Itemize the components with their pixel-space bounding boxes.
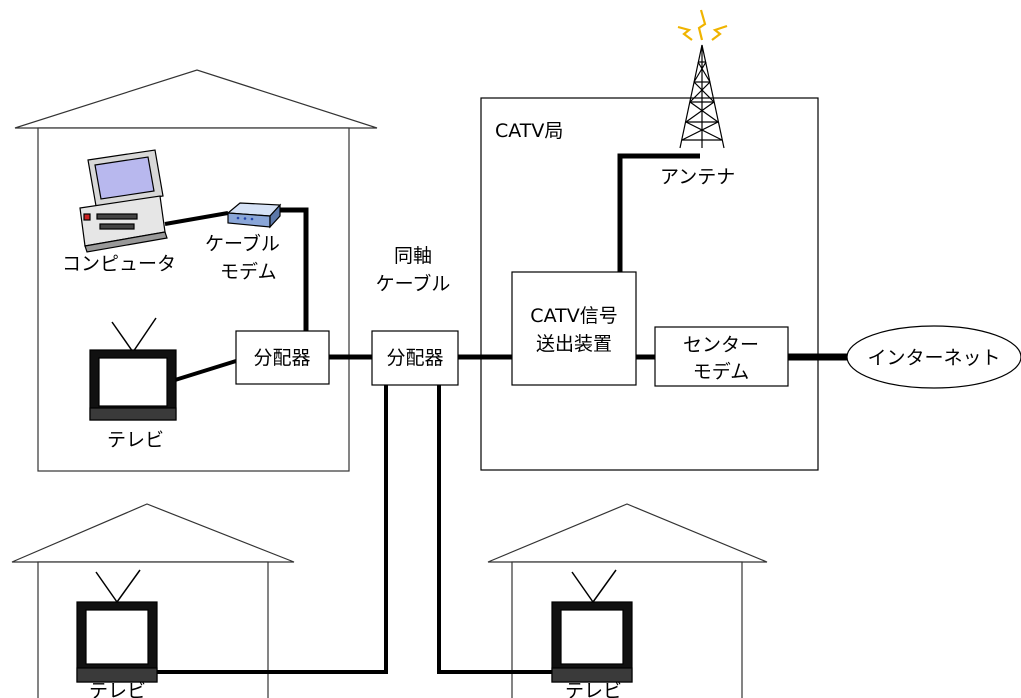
catv-signal-sender-box — [511, 271, 637, 386]
antenna-label: アンテナ — [660, 166, 735, 188]
house-main — [14, 69, 378, 472]
tv-home-label: テレビ — [107, 429, 164, 451]
internet-label: インターネット — [867, 347, 1000, 369]
center-modem-label-line2: モデム — [693, 361, 750, 383]
cable-sender-antenna — [617, 153, 700, 272]
main-splitter-box — [371, 330, 459, 386]
home-splitter-box — [235, 330, 330, 385]
television-icon — [76, 569, 158, 683]
tv-right-label: テレビ — [565, 680, 622, 698]
signal-sender-label-line2: 送出装置 — [536, 333, 612, 355]
tv-left-label: テレビ — [89, 680, 146, 698]
coax-label-line2: ケーブル — [376, 272, 451, 295]
cable-computer-modem — [164, 211, 229, 226]
cable-modem-icon — [226, 202, 282, 229]
signal-sender-label-line1: CATV信号 — [530, 305, 617, 327]
antenna-signal-icon — [677, 9, 728, 41]
cable-splitter-tv-right — [437, 385, 552, 674]
home-splitter-label: 分配器 — [253, 347, 310, 369]
internet-cloud — [846, 325, 1021, 389]
cable-modem-splitter — [272, 207, 309, 331]
coax-label-line1: 同軸 — [394, 245, 432, 267]
computer-label: コンピュータ — [62, 253, 176, 275]
center-modem-box — [654, 326, 789, 387]
television-icon — [551, 569, 633, 683]
cable-modem-label-line1: ケーブル — [205, 232, 280, 255]
main-splitter-label: 分配器 — [386, 347, 443, 369]
cables — [157, 153, 847, 674]
cable-splitter-tv-left — [157, 385, 388, 674]
center-modem-label-line1: センター — [683, 334, 759, 356]
catv-station-label: CATV局 — [495, 120, 563, 142]
cable-tv-splitter — [174, 359, 237, 382]
antenna-tower-icon — [679, 44, 725, 149]
television-icon — [89, 317, 177, 421]
desktop-computer-icon — [79, 149, 168, 253]
cable-modem-label-line2: モデム — [220, 261, 277, 283]
